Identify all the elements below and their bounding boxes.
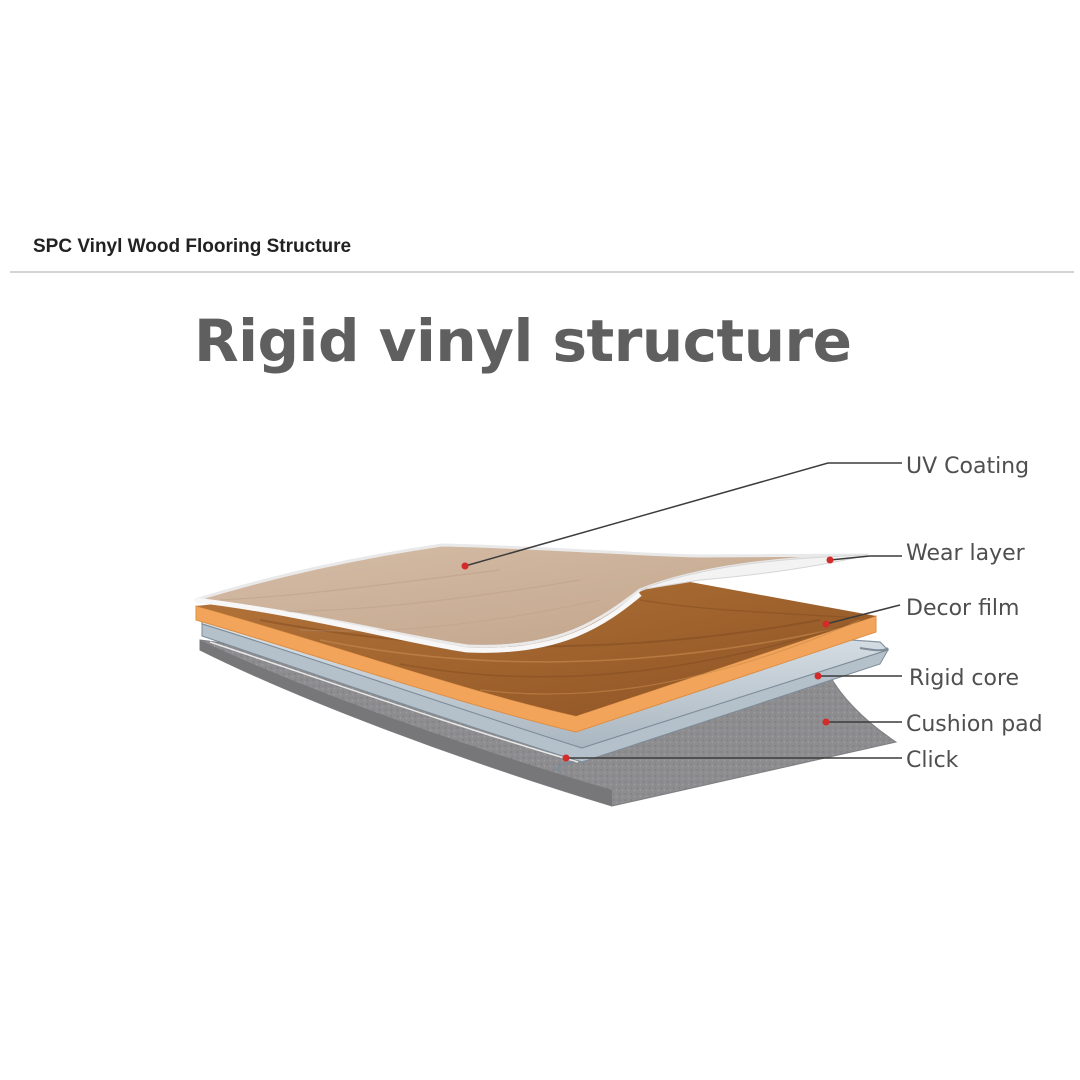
label-click: Click <box>906 748 959 773</box>
leader-lines <box>464 462 902 759</box>
decor-film-marker <box>822 620 830 628</box>
uv-coating-marker <box>461 562 469 570</box>
click-marker <box>562 754 570 762</box>
label-uv-coating: UV Coating <box>906 454 1029 479</box>
section-heading: SPC Vinyl Wood Flooring Structure <box>33 236 352 257</box>
wear-layer <box>194 554 869 653</box>
divider <box>10 271 1074 273</box>
wear-layer-leader <box>829 555 902 561</box>
rigid-core-marker <box>814 672 822 680</box>
label-rigid-core: Rigid core <box>909 666 1019 691</box>
cushion-pad-marker <box>822 718 830 726</box>
wear-layer-marker <box>826 556 834 564</box>
diagram-title: Rigid vinyl structure <box>194 307 852 375</box>
marker-dots <box>461 556 834 762</box>
label-decor-film: Decor film <box>906 596 1019 621</box>
uv-coating-leader <box>464 462 902 567</box>
decor-film-leader <box>825 604 901 625</box>
label-wear-layer: Wear layer <box>906 541 1026 566</box>
label-cushion-pad: Cushion pad <box>906 712 1043 737</box>
